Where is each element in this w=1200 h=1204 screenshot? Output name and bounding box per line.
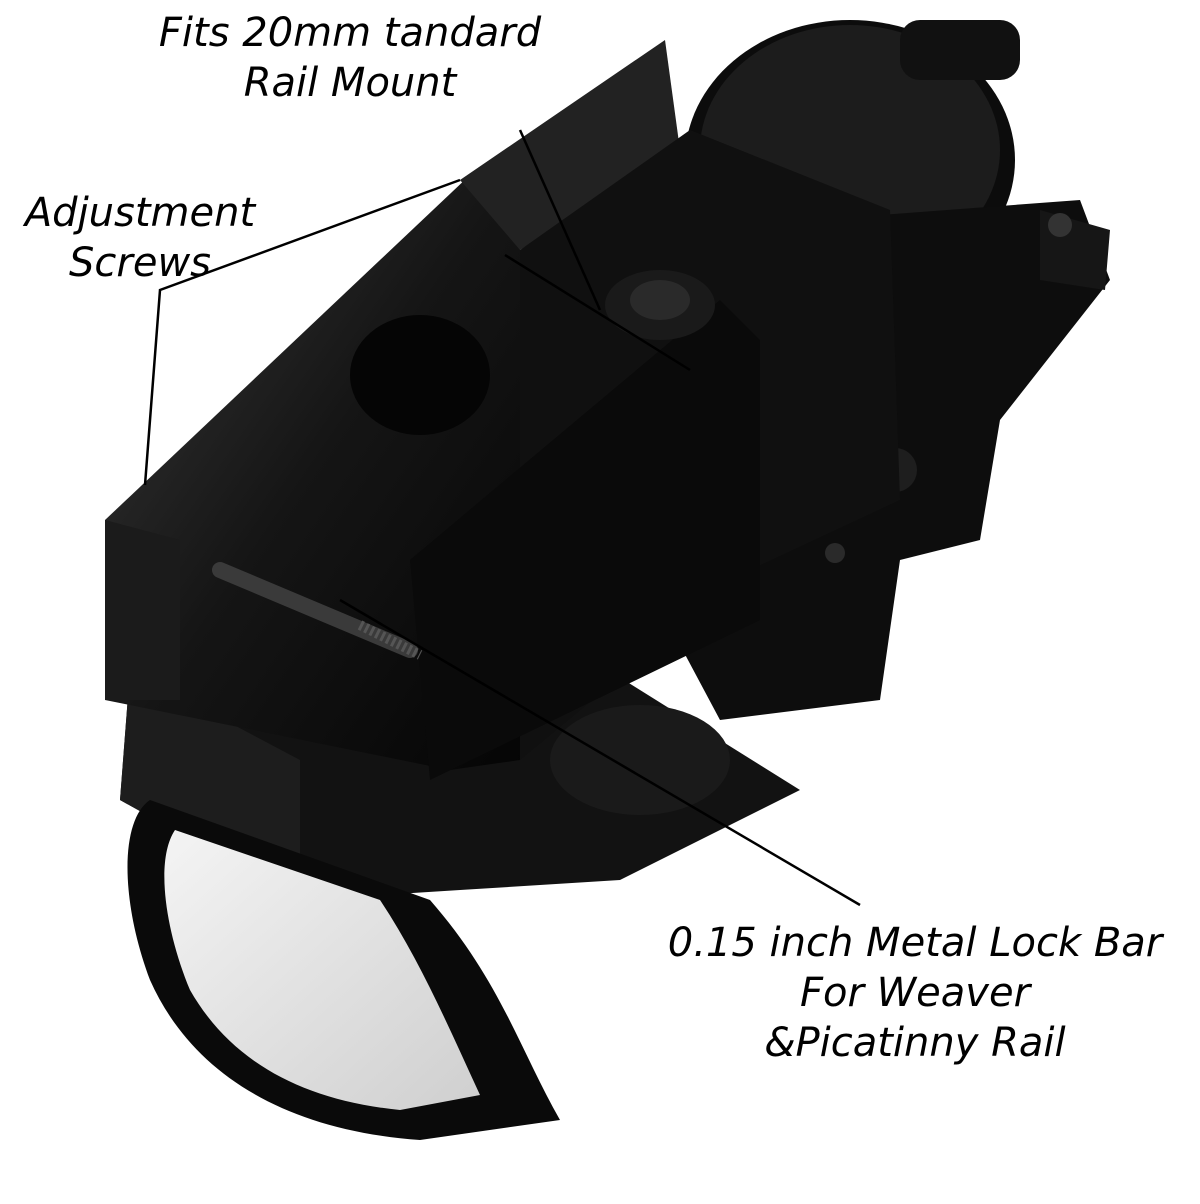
callout-adjustment-line-2: Screws [69,240,211,286]
rail-mount-leader-2 [504,253,691,372]
callout-rail-mount-line-2: Rail Mount [243,60,457,106]
rail-mount-leader [518,129,602,311]
callout-rail-mount: Fits 20mm tandard Rail Mount [150,8,550,108]
lens-hood [127,800,560,1140]
callout-adjustment-line-1: Adjustment [24,190,256,236]
callout-rail-mount-line-1: Fits 20mm tandard [158,10,542,56]
callout-lock-bar: 0.15 inch Metal Lock Bar For Weaver &Pic… [650,918,1180,1068]
callout-lock-bar-line-2: For Weaver [799,970,1031,1016]
callout-lock-bar-line-1: 0.15 inch Metal Lock Bar [667,920,1163,966]
lock-bar-leader [339,598,861,907]
callout-leaders [143,129,861,907]
callout-adjustment-screws: Adjustment Screws [10,188,270,288]
lock-bar [212,562,423,660]
adjustment-screws-leader [143,178,461,486]
callout-lock-bar-line-3: &Picatinny Rail [764,1020,1066,1066]
adjustment-screw [605,270,715,340]
